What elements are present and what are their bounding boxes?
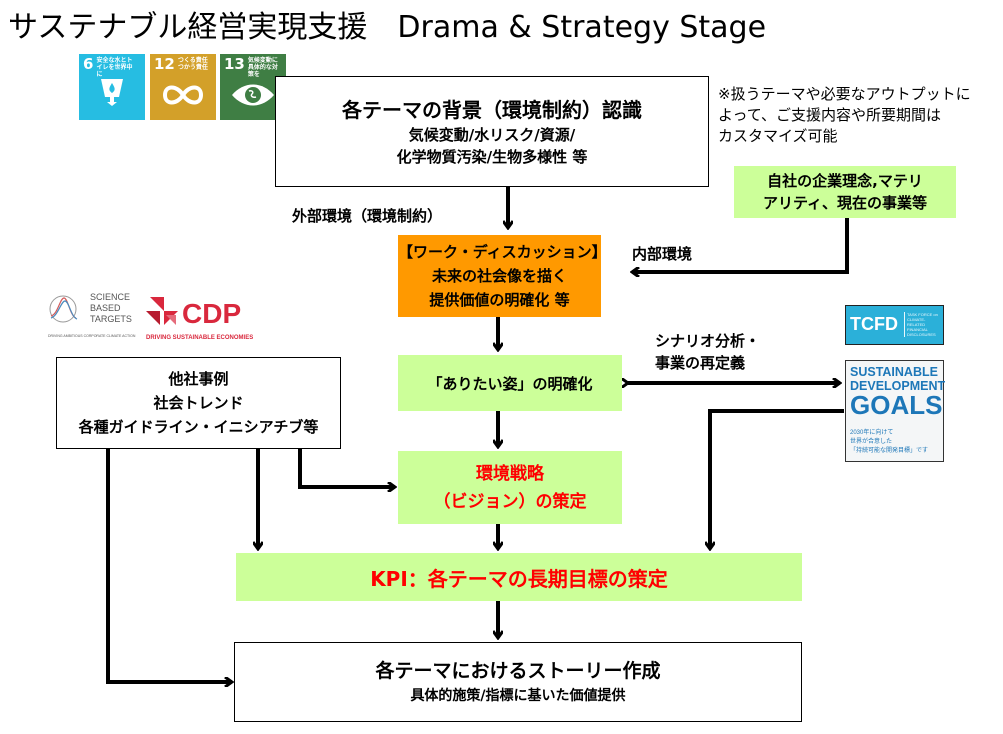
internal-environment-label: 内部環境	[632, 245, 693, 263]
reference-line-2: 社会トレンド	[153, 394, 244, 412]
sdg-text: つくる責任つかう責任	[177, 57, 208, 71]
workshop-line-1: 【ワーク・ディスカッション】	[398, 243, 607, 261]
sdg-number: 12	[154, 55, 175, 73]
arrow-reference-to-story	[106, 449, 232, 682]
sdgs-line-1: SUSTAINABLE	[850, 365, 938, 379]
sdg-text: 気候変動に具体的な対策を	[247, 57, 278, 78]
sbt-line-2: BASED	[90, 303, 121, 313]
strategy-line-1: 環境戦略	[476, 463, 544, 484]
kpi-box: KPI：各テーマの長期目標の策定	[236, 553, 802, 601]
background-line-1: 気候変動/水リスク/資源/	[408, 125, 576, 144]
infinity-icon	[150, 83, 216, 114]
sdgs-jp-line-3: 「持続可能な開発目標」です	[850, 448, 929, 454]
cdp-triangles-icon	[146, 297, 178, 325]
scenario-analysis-label: シナリオ分析・ 事業の再定義	[655, 330, 760, 374]
tcfd-wordmark: TCFD	[850, 314, 898, 334]
sdgs-goals-wordmark: GOALS	[850, 390, 943, 420]
workshop-line-2: 未来の社会像を描く	[431, 267, 567, 285]
sdgs-jp-line-1: 2030年に向けて	[850, 430, 894, 436]
note-line-1: ※扱うテーマや必要なアウトプットに	[718, 85, 971, 103]
story-heading: 各テーマにおけるストーリー作成	[375, 660, 661, 682]
arrow-sdgs-to-kpi	[710, 409, 844, 549]
environmental-strategy-box: 環境戦略 （ビジョン）の策定	[398, 451, 622, 524]
water-drop-icon	[79, 77, 145, 114]
tcfd-tagline-1: TASK FORCE on	[907, 312, 938, 317]
company-line-2: アリティ、現在の事業等	[762, 194, 928, 212]
workshop-line-3: 提供価値の明確化 等	[429, 291, 570, 309]
page-title: サステナブル経営実現支援 Drama & Strategy Stage	[8, 10, 767, 45]
company-line-1: 自社の企業理念,マテリ	[767, 172, 923, 190]
reference-line-1: 他社事例	[168, 370, 229, 388]
sdg-number: 13	[224, 55, 245, 73]
arrow-company-to-workshop	[632, 218, 849, 272]
note-line-3: カスタマイズ可能	[718, 127, 838, 145]
kpi-text: KPI：各テーマの長期目標の策定	[370, 566, 668, 591]
company-philosophy-box: 自社の企業理念,マテリ アリティ、現在の事業等	[734, 166, 956, 218]
reference-line-3: 各種ガイドライン・イニシアチブ等	[78, 418, 319, 436]
ideal-state-box: 「ありたい姿」の明確化	[398, 355, 622, 411]
sbt-tagline: DRIVING AMBITIOUS CORPORATE CLIMATE ACTI…	[48, 334, 136, 338]
story-subtext: 具体的施策/指標に基いた価値提供	[410, 688, 626, 704]
sdgs-line-2: DEVELOPMENT	[850, 379, 946, 393]
sdgs-jp-line-2: 世界が合意した	[850, 439, 893, 445]
cdp-logo: CDP DRIVING SUSTAINABLE ECONOMIES	[146, 297, 266, 347]
sbt-line-1: SCIENCE	[90, 292, 131, 302]
reference-cases-box: 他社事例 社会トレンド 各種ガイドライン・イニシアチブ等	[56, 357, 341, 449]
background-line-2: 化学物質汚染/生物多様性 等	[396, 147, 588, 166]
cdp-tagline: DRIVING SUSTAINABLE ECONOMIES	[146, 335, 254, 341]
arrow-reference-to-strategy	[298, 449, 395, 487]
note-line-2: よって、ご支援内容や所要期間は	[718, 106, 942, 124]
sbt-curve-icon	[49, 295, 78, 323]
scenario-line-2: 事業の再定義	[655, 354, 746, 372]
sdgs-logo: SUSTAINABLE DEVELOPMENT GOALS 2030年に向けて …	[845, 360, 946, 462]
sdg-text: 安全な水とトイレを世界中に	[96, 57, 133, 78]
background-heading: 各テーマの背景（環境制約）認識	[342, 97, 642, 122]
workshop-discussion-box: 【ワーク・ディスカッション】 未来の社会像を描く 提供価値の明確化 等	[398, 235, 607, 317]
sbt-line-3: TARGETS	[90, 314, 132, 324]
customization-note: ※扱うテーマや必要なアウトプットに よって、ご支援内容や所要期間は カスタマイズ…	[718, 84, 971, 147]
scenario-line-1: シナリオ分析・	[655, 332, 761, 350]
sdg-number: 6	[83, 55, 94, 73]
story-creation-box: 各テーマにおけるストーリー作成 具体的施策/指標に基いた価値提供	[234, 642, 802, 722]
science-based-targets-logo: SCIENCE BASED TARGETS DRIVING AMBITIOUS …	[48, 292, 138, 344]
eye-globe-icon	[220, 83, 286, 114]
strategy-line-2: （ビジョン）の策定	[433, 491, 587, 512]
tcfd-tagline-2: CLIMATE-RELATED	[907, 317, 926, 327]
background-recognition-box: 各テーマの背景（環境制約）認識 気候変動/水リスク/資源/ 化学物質汚染/生物多…	[275, 76, 709, 187]
external-environment-label: 外部環境（環境制約）	[292, 207, 443, 225]
tcfd-logo: TCFD TASK FORCE on CLIMATE-RELATED FINAN…	[845, 305, 944, 345]
tcfd-tagline-3: FINANCIAL	[907, 327, 928, 332]
cdp-wordmark: CDP	[182, 298, 242, 329]
tcfd-tagline-4: DISCLOSURES	[907, 332, 936, 337]
ideal-state-text: 「ありたい姿」の明確化	[427, 374, 593, 393]
